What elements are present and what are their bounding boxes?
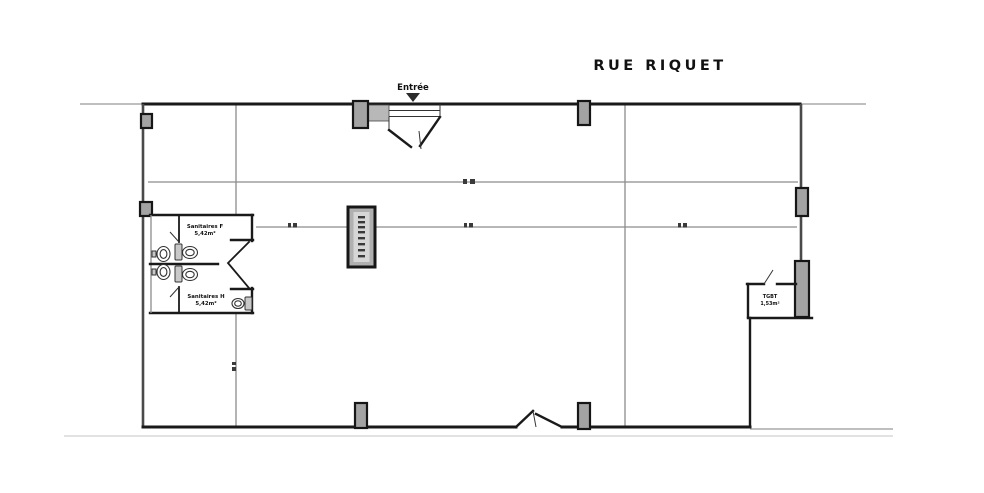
room-label-tgbt: TGBT [763, 294, 778, 300]
column-pillar [576, 99, 592, 127]
toilet-icon [174, 243, 199, 261]
room-label-sanitaires-h: Sanitaires H [187, 294, 225, 300]
bottom-door-swing [514, 409, 564, 429]
room-area-sanitaires-f: 5,42m² [194, 230, 216, 237]
entrance-arrow-icon [406, 93, 420, 102]
tgbt-room: TGBT 1,53m² [745, 269, 798, 319]
column-pillar [793, 259, 811, 319]
column-pillar [351, 99, 370, 130]
entrance-door-leaf-right [418, 115, 442, 148]
column-pillar [353, 401, 369, 430]
toilet-icon [174, 265, 199, 283]
entrance-vestibule: Entrée [366, 82, 442, 150]
door-swing [169, 286, 180, 298]
dimension-marks [232, 179, 687, 371]
room-label-sanitaires-f: Sanitaires F [187, 224, 224, 230]
room-area-tgbt: 1,53m² [760, 301, 779, 307]
column-pillar [138, 200, 154, 218]
street-label: RUE RIQUET [593, 58, 726, 74]
sanitaires-entry-doors [226, 240, 251, 290]
entrance-label: Entrée [397, 82, 429, 93]
door-swing [169, 231, 180, 243]
sanitaires-block: Sanitaires F 5,42m² Sanitaires H 5,42m² [148, 213, 255, 315]
toilet-icon [231, 296, 253, 311]
column-pillar [794, 186, 810, 218]
sink-icon [151, 263, 171, 281]
storefront-panel [366, 104, 390, 122]
sink-icon [151, 245, 171, 263]
tgbt-door-leaf [763, 269, 774, 285]
column-pillar [576, 401, 592, 431]
structural-pillars [138, 99, 811, 431]
column-pillar [139, 112, 154, 130]
outer-walls [141, 102, 814, 429]
entrance-door-leaf-left [387, 128, 413, 149]
room-area-sanitaires-h: 5,42m² [195, 300, 217, 307]
riser-duct-box [346, 205, 377, 269]
